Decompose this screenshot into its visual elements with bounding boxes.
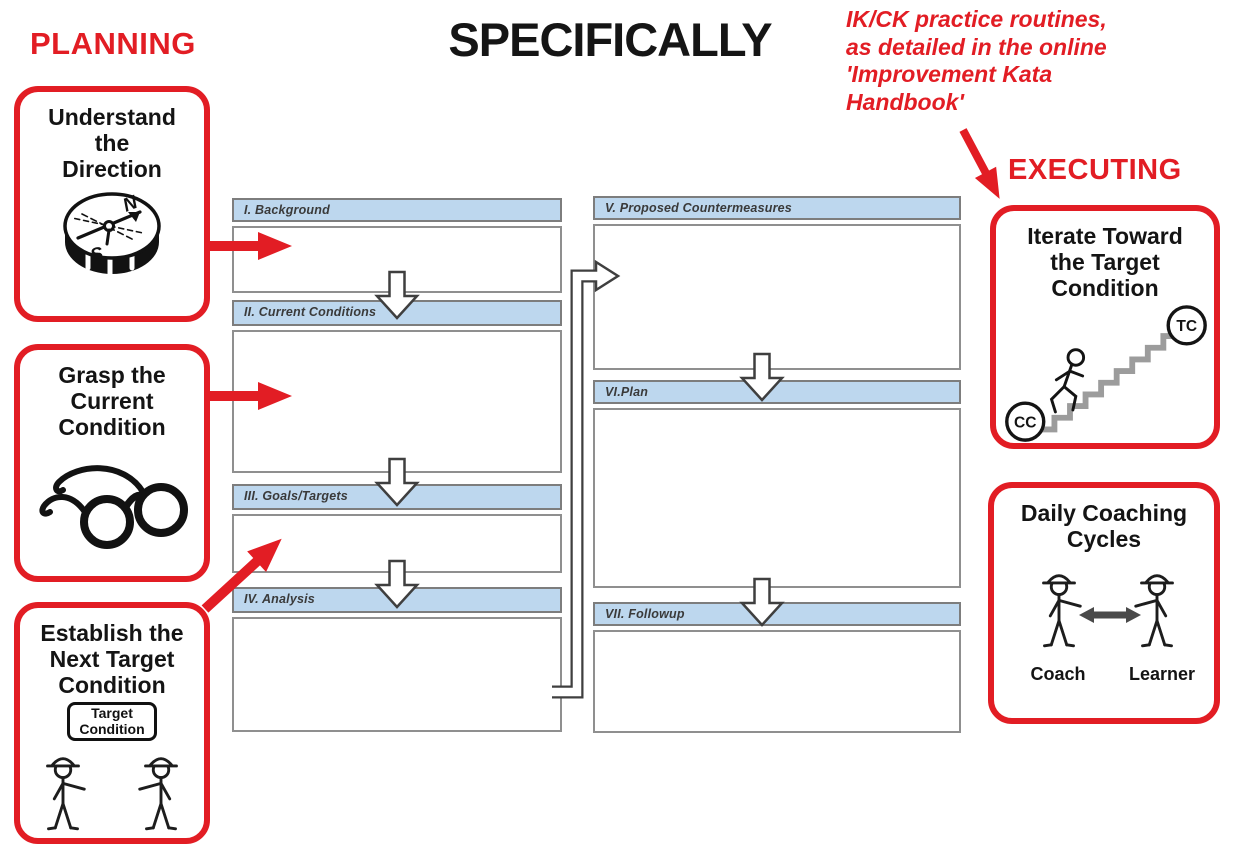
section-body-background (232, 226, 562, 293)
section-header-current-conditions: II. Current Conditions (232, 300, 562, 326)
executing-box-title: Iterate Toward the Target Condition (1027, 223, 1183, 301)
tc-badge: TC (1166, 305, 1207, 346)
stairs-path (1038, 333, 1177, 433)
red-arrow-note-to-iterate (959, 128, 1000, 199)
executing-heading: EXECUTING (1008, 154, 1182, 186)
target-condition-sign: Target Condition (67, 701, 157, 742)
section-header-countermeasures: V. Proposed Countermeasures (593, 196, 961, 220)
executing-box-coaching: Daily Coaching Cycles Coach Learner (988, 482, 1220, 724)
page-title: SPECIFICALLY (448, 13, 772, 66)
section-body-current-conditions (232, 330, 562, 473)
section-header-followup: VII. Followup (593, 602, 961, 626)
section-body-analysis (232, 617, 562, 732)
planning-heading: PLANNING (30, 26, 196, 61)
planning-box-establish-target: Establish the Next Target Condition Targ… (14, 602, 210, 844)
section-header-plan: VI.Plan (593, 380, 961, 404)
executing-box-iterate: Iterate Toward the Target Condition CC T… (990, 205, 1220, 449)
executing-box-title: Daily Coaching Cycles (1020, 500, 1188, 552)
section-body-countermeasures (593, 224, 961, 370)
learner-label: Learner (1128, 664, 1196, 684)
section-header-goals-targets: III. Goals/Targets (232, 484, 562, 510)
climber-figure-icon (1049, 348, 1086, 414)
double-arrow-icon (1079, 607, 1141, 623)
planning-box-title: Establish the Next Target Condition (40, 620, 184, 698)
planning-box-title: Understand the Direction (48, 104, 176, 182)
staircase-icon: CC TC (1005, 305, 1207, 442)
svg-text:CC: CC (1014, 414, 1036, 431)
section-body-plan (593, 408, 961, 588)
section-body-followup (593, 630, 961, 733)
handbook-note: IK/CK practice routines, as detailed in … (846, 6, 1107, 115)
cc-badge: CC (1005, 401, 1046, 442)
svg-text:TC: TC (1176, 318, 1197, 335)
planning-box-grasp-condition: Grasp the Current Condition (14, 344, 210, 582)
worker-figure-icon (34, 748, 92, 840)
worker-figure-icon (132, 748, 190, 840)
glasses-icon (39, 465, 188, 549)
coach-label: Coach (1030, 664, 1086, 684)
section-body-goals-targets (232, 514, 562, 573)
compass-icon: N S (63, 191, 161, 277)
planning-box-title: Grasp the Current Condition (58, 362, 166, 440)
section-header-background: I. Background (232, 198, 562, 222)
planning-box-understand-direction: Understand the Direction N S (14, 86, 210, 322)
section-header-analysis: IV. Analysis (232, 587, 562, 613)
compass-south-label: S (88, 243, 106, 267)
